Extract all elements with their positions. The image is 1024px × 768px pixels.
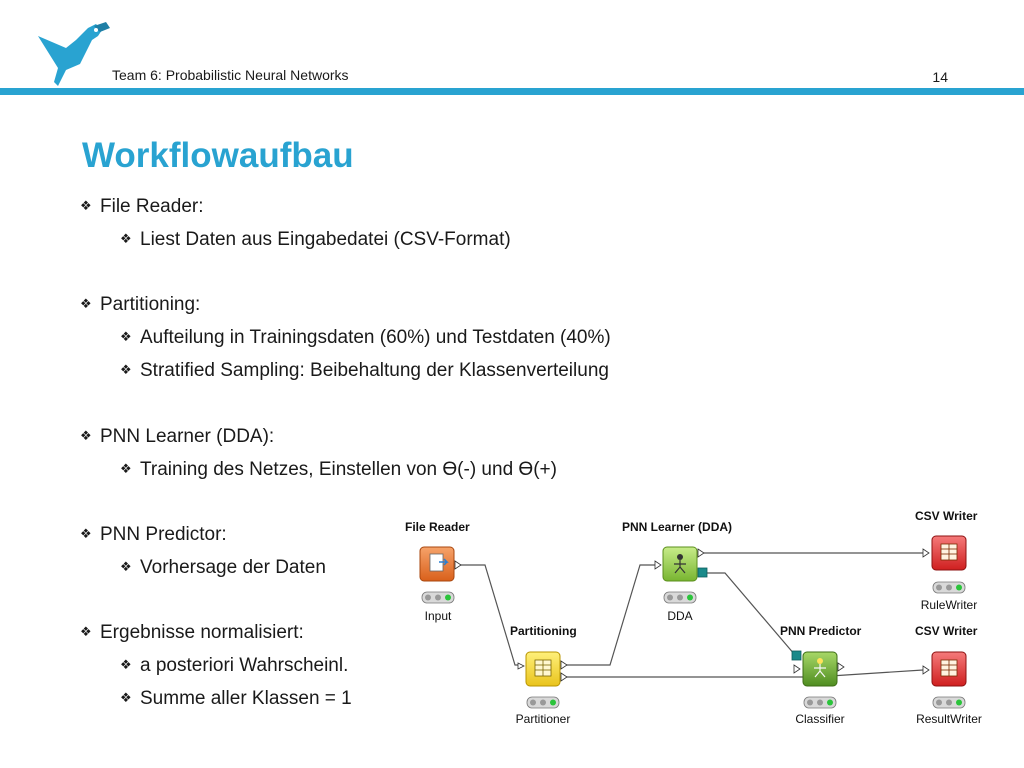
node-label: Input [425,609,452,623]
sub-bullet-label: Liest Daten aus Eingabedatei (CSV-Format… [140,229,511,250]
status-light [817,699,823,706]
neuron-glyph [817,658,823,664]
status-light-green [956,699,962,706]
status-light [435,594,441,601]
connection-line [458,564,520,666]
output-port [837,662,845,672]
bullet-label: Ergebnisse normalisiert: [100,622,304,643]
node-file-reader[interactable]: File Reader Input [405,520,470,623]
sub-bullet: ❖ Aufteilung in Trainingsdaten (60%) und … [120,327,611,349]
status-light [936,584,942,591]
network-glyph [674,560,686,574]
input-port [517,662,525,670]
node-label: Classifier [795,712,844,726]
diamond-bullet-icon: ❖ [80,428,92,443]
sub-bullet: ❖ Summe aller Klassen = 1 [120,688,352,710]
node-title: CSV Writer [915,624,978,638]
page-number: 14 [932,69,948,85]
node-label: DDA [667,609,692,623]
diamond-bullet-icon: ❖ [120,461,132,476]
node-title: PNN Predictor [780,624,862,638]
node-label: ResultWriter [916,712,982,726]
status-light-green [550,699,556,706]
model-output-port [697,567,708,578]
diamond-bullet-icon: ❖ [120,657,132,672]
status-light [540,699,546,706]
sub-bullet: ❖ Stratified Sampling: Beibehaltung der K… [120,360,609,382]
sub-bullet-label: Training des Netzes, Einstellen von ϴ(-)… [140,459,557,480]
status-light-green [687,594,693,601]
sub-bullet: ❖ a posteriori Wahrscheinl. [120,655,348,677]
bullet-file-reader: ❖ File Reader: [80,196,204,218]
sub-bullet-label: Stratified Sampling: Beibehaltung der Kl… [140,360,609,381]
output-port [454,560,462,570]
diamond-bullet-icon: ❖ [120,231,132,246]
node-pnn-predictor[interactable]: PNN Predictor Classifier [780,624,862,726]
node-csv-writer-rules[interactable]: CSV Writer RuleWriter [915,509,978,612]
neuron-glyph [677,554,683,560]
input-port [922,665,930,675]
bird-logo-icon [38,22,110,86]
status-light-green [827,699,833,706]
node-label: Partitioner [516,712,571,726]
output-port [697,548,705,558]
status-light [936,699,942,706]
output-port [560,660,568,670]
status-light-green [445,594,451,601]
sub-bullet-label: Aufteilung in Trainingsdaten (60%) und T… [140,327,611,348]
workflow-diagram: File Reader Input Partitioning Partition… [405,509,982,726]
node-partitioning[interactable]: Partitioning Partitioner [510,624,577,726]
diamond-bullet-icon: ❖ [80,296,92,311]
sub-bullet-label: Vorhersage der Daten [140,557,326,578]
node-csv-writer-results[interactable]: CSV Writer ResultWriter [915,624,982,726]
network-glyph [814,664,826,678]
status-light [946,699,952,706]
node-title: Partitioning [510,624,577,638]
status-light [530,699,536,706]
bullet-partitioning: ❖ Partitioning: [80,294,200,316]
output-port [560,672,568,682]
bullet-ergebnisse: ❖ Ergebnisse normalisiert: [80,622,304,644]
model-input-port [791,650,802,661]
connection-line [562,669,924,678]
sub-bullet: ❖ Liest Daten aus Eingabedatei (CSV-Forma… [120,229,511,251]
sub-bullet: ❖ Vorhersage der Daten [120,557,326,579]
diamond-bullet-icon: ❖ [80,526,92,541]
arrow-glyph [439,558,449,566]
bullet-pnn-predictor: ❖ PNN Predictor: [80,524,227,546]
connection-line [562,564,657,666]
diamond-bullet-icon: ❖ [120,329,132,344]
input-port [922,548,930,558]
slide-title: Workflowaufbau [82,136,354,175]
input-port [793,664,801,674]
bullet-label: File Reader: [100,196,204,217]
status-light [667,594,673,601]
bullet-label: PNN Predictor: [100,524,227,545]
header-divider [0,88,1024,95]
status-light [425,594,431,601]
diamond-bullet-icon: ❖ [80,624,92,639]
status-light [946,584,952,591]
node-title: PNN Learner (DDA) [622,520,732,534]
status-light [807,699,813,706]
diamond-bullet-icon: ❖ [120,690,132,705]
connection-line [704,572,796,656]
diamond-bullet-icon: ❖ [120,362,132,377]
diamond-bullet-icon: ❖ [120,559,132,574]
bullet-label: Partitioning: [100,294,201,315]
sub-bullet-label: Summe aller Klassen = 1 [140,688,352,709]
sub-bullet-label: a posteriori Wahrscheinl. [140,655,349,676]
node-title: File Reader [405,520,470,534]
bullet-pnn-learner: ❖ PNN Learner (DDA): [80,426,274,448]
header-title: Team 6: Probabilistic Neural Networks [112,67,349,83]
node-title: CSV Writer [915,509,978,523]
status-light [677,594,683,601]
node-label: RuleWriter [921,598,977,612]
bullet-label: PNN Learner (DDA): [100,426,275,447]
diamond-bullet-icon: ❖ [80,198,92,213]
input-port [654,560,662,570]
status-light-green [956,584,962,591]
node-pnn-learner[interactable]: PNN Learner (DDA) DDA [622,520,732,623]
sub-bullet: ❖ Training des Netzes, Einstellen von ϴ(-… [120,459,557,481]
